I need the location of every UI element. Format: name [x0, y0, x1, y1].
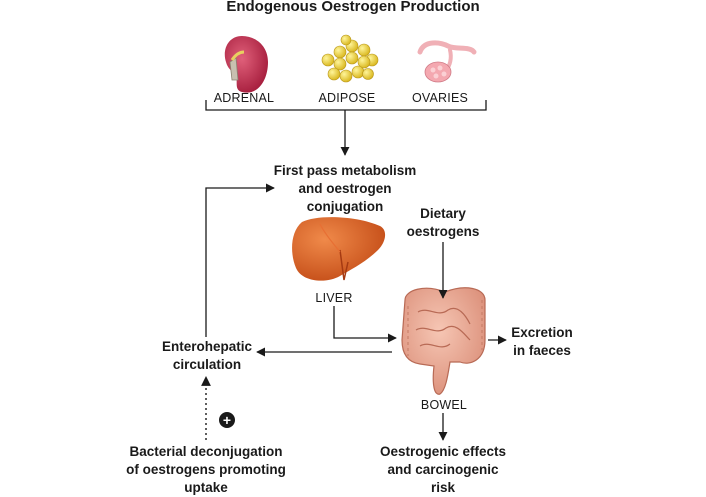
first-pass-line-1: First pass metabolism	[273, 163, 417, 178]
effects-line-3: risk	[430, 480, 456, 495]
enterohepatic-label: Enterohepatic circulation	[152, 338, 262, 374]
sources-bracket	[205, 100, 487, 111]
bacterial-label: Bacterial deconjugation of oestrogens pr…	[126, 443, 286, 497]
excretion-line-1: Excretion	[511, 325, 573, 340]
plus-badge	[219, 412, 235, 428]
effects-label: Oestrogenic effects and carcinogenic ris…	[378, 443, 508, 497]
dietary-label: Dietary oestrogens	[398, 205, 488, 241]
dietary-line-1: Dietary	[420, 206, 466, 221]
first-pass-label: First pass metabolism and oestrogen conj…	[255, 162, 435, 216]
excretion-label: Excretion in faeces	[502, 324, 582, 360]
bowel-label: BOWEL	[420, 398, 468, 412]
ovaries-label: OVARIES	[411, 91, 469, 105]
liver-icon	[292, 217, 386, 281]
diagram-title: Endogenous Oestrogen Production	[226, 0, 480, 15]
enterohepatic-line-2: circulation	[172, 357, 242, 372]
liver-label: LIVER	[315, 291, 353, 305]
adipose-label: ADIPOSE	[318, 91, 376, 105]
bacterial-line-2: of oestrogens promoting	[126, 462, 286, 477]
excretion-line-2: in faeces	[513, 343, 571, 358]
dietary-line-2: oestrogens	[406, 224, 480, 239]
plus-symbol: +	[223, 412, 231, 428]
bacterial-line-1: Bacterial deconjugation	[129, 444, 283, 459]
enterohepatic-line-1: Enterohepatic	[161, 339, 253, 354]
first-pass-line-2: and oestrogen	[298, 181, 392, 196]
effects-line-2: and carcinogenic	[387, 462, 499, 477]
ovaries-icon	[417, 40, 477, 83]
adipose-icon	[321, 34, 379, 83]
bowel-icon	[401, 287, 486, 395]
first-pass-line-3: conjugation	[306, 199, 384, 214]
bacterial-line-3: uptake	[184, 480, 228, 495]
effects-line-1: Oestrogenic effects	[379, 444, 507, 459]
adrenal-label: ADRENAL	[213, 91, 275, 105]
arrow-liver-to-bowel	[333, 306, 397, 343]
kidney-icon	[224, 36, 268, 93]
arrow-enterohepatic-to-first-pass	[205, 183, 275, 337]
